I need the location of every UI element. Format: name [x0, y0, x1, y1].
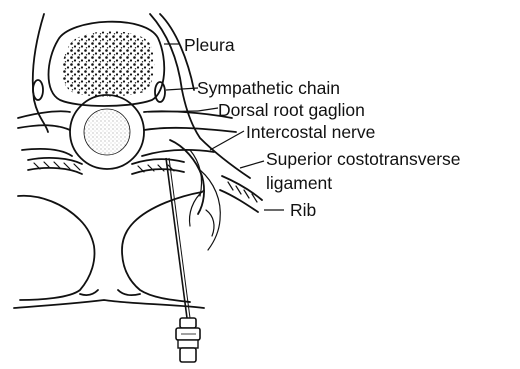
syringe-hub: [176, 318, 200, 362]
label-rib: Rib: [290, 200, 316, 220]
rib-hatching-left: [28, 158, 82, 174]
label-pleura: Pleura: [184, 35, 235, 55]
vertebral-body: [49, 22, 165, 106]
label-sympathetic-chain: Sympathetic chain: [197, 78, 340, 98]
needle: [166, 158, 190, 318]
label-superior-costotransverse: Superior costotransverse: [266, 149, 461, 169]
label-intercostal-nerve: Intercostal nerve: [246, 122, 375, 142]
rib-right-lateral: [220, 176, 262, 212]
intercostal-nerve-branches: [170, 140, 220, 250]
label-ligament: ligament: [266, 173, 332, 193]
rib-hatching-right: [132, 159, 184, 174]
label-dorsal-root-ganglion: Dorsal root gaglion: [218, 100, 365, 120]
